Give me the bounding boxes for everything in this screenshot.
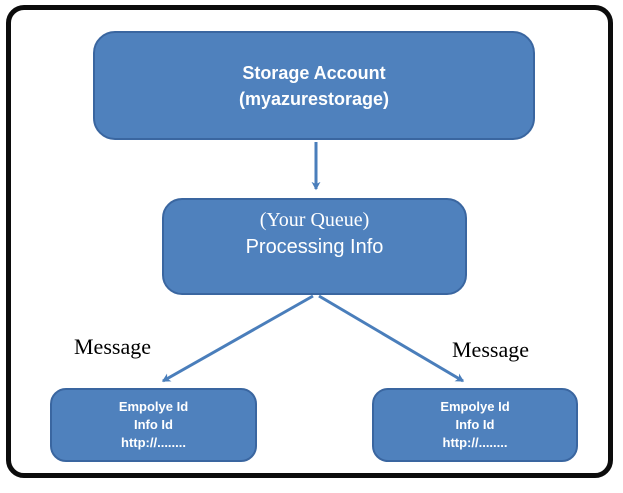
queue-subtitle: Processing Info (245, 236, 384, 258)
node-storage-account: Storage Account (myazurestorage) (93, 31, 535, 140)
worker-left-employee-id: Empolye Id (118, 399, 189, 414)
worker-left-url: http://........ (121, 435, 186, 450)
storage-account-subtitle: (myazurestorage) (238, 88, 390, 109)
worker-right-info-id: Info Id (455, 417, 495, 432)
node-queue: (Your Queue) Processing Info (162, 198, 467, 295)
worker-right-employee-id: Empolye Id (440, 399, 510, 414)
worker-right-url: http://........ (442, 435, 508, 450)
node-worker-left: Empolye Id Info Id http://........ (50, 388, 257, 462)
storage-account-name: Storage Account (242, 62, 386, 83)
worker-left-info-id: Info Id (134, 417, 173, 432)
node-worker-right: Empolye Id Info Id http://........ (372, 388, 578, 462)
message-label-right: Message (452, 337, 529, 362)
queue-title: (Your Queue) (259, 209, 370, 231)
message-label-left: Message (74, 334, 151, 359)
